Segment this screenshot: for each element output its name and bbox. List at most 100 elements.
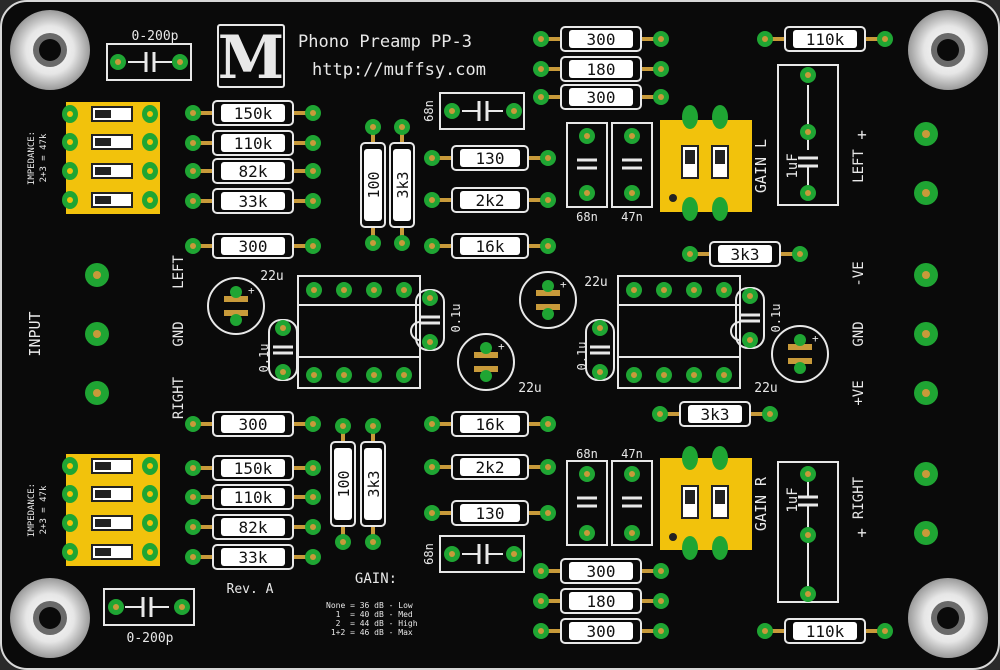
resistor-pad <box>305 193 321 209</box>
resistor-r33k_bottom: 33k <box>193 544 313 570</box>
resistor-pad <box>305 549 321 565</box>
resistor-r16k_top: 16k <box>432 233 548 259</box>
resistor-label-r300_left: 300 <box>239 237 268 256</box>
output-pad-6 <box>914 521 938 545</box>
output-cap-pad <box>800 466 816 482</box>
resistor-pad <box>365 534 381 550</box>
cap-input-top <box>106 43 192 81</box>
out-cap-l-label: 1uF <box>785 153 801 178</box>
resistor-r180_top: 180 <box>541 56 661 82</box>
input-pad-left <box>85 263 109 287</box>
output-pad-3 <box>914 322 938 346</box>
ic-pin <box>686 282 702 298</box>
cap-input-top-label: 0-200p <box>132 29 179 44</box>
cap-input-bottom-label: 0-200p <box>127 631 174 646</box>
cap-pad <box>742 288 758 304</box>
resistor-pad <box>305 105 321 121</box>
ic-pin <box>396 367 412 383</box>
resistor-pad <box>305 519 321 535</box>
resistor-pad <box>335 418 351 434</box>
gain-l-label: GAIN L <box>752 139 770 193</box>
resistor-pad <box>185 193 201 209</box>
ic-pin <box>336 367 352 383</box>
gain-row-1: 1 = 40 dB - Med <box>326 610 413 619</box>
film-cap-pad <box>624 185 640 201</box>
resistor-pad <box>533 61 549 77</box>
resistor-pad <box>424 150 440 166</box>
resistor-label-r16k_top: 16k <box>476 237 505 256</box>
resistor-pad <box>653 31 669 47</box>
cap-pad <box>592 320 608 336</box>
resistor-pad <box>653 593 669 609</box>
resistor-r130_bottom: 130 <box>432 500 548 526</box>
resistor-pad <box>792 246 808 262</box>
dip-switch-bottom <box>62 454 160 566</box>
resistor-pad <box>185 549 201 565</box>
ic-pin <box>626 367 642 383</box>
resistor-pad <box>365 119 381 135</box>
resistor-pad <box>424 505 440 521</box>
cap-68n-bottom-label: 68n <box>422 543 436 565</box>
resistor-label-r300_c: 300 <box>587 562 616 581</box>
resistor-pad <box>424 192 440 208</box>
resistor-r100_bottom: 100 <box>330 426 356 542</box>
film-caps-left <box>566 122 653 208</box>
input-gnd-label: GND <box>171 321 187 346</box>
resistor-label-r110k_out_bottom: 110k <box>806 622 845 641</box>
resistor-pad <box>305 238 321 254</box>
resistor-r3k3_mid_top: 3k3 <box>690 241 800 267</box>
resistor-label-r16k_bottom: 16k <box>476 415 505 434</box>
output-cap-pad <box>800 124 816 140</box>
resistor-pad <box>185 105 201 121</box>
resistor-r150k_bottom: 150k <box>193 455 313 481</box>
resistor-label-r300_a: 300 <box>587 30 616 49</box>
resistor-label-r2k2_top: 2k2 <box>476 191 505 210</box>
output-right-label: RIGHT <box>851 476 867 519</box>
output-pos-ve-label: +VE <box>851 380 867 405</box>
resistor-r300_c: 300 <box>541 558 661 584</box>
resistor-pad <box>335 534 351 550</box>
resistor-pad <box>652 406 668 422</box>
resistor-pad <box>305 135 321 151</box>
gain-switch-right <box>660 446 752 560</box>
resistor-pad <box>757 623 773 639</box>
resistor-label-r33k_bottom: 33k <box>239 548 268 567</box>
output-cap-pad <box>800 185 816 201</box>
resistor-label-r82k_bottom: 82k <box>239 518 268 537</box>
resistor-label-r110k_top: 110k <box>234 134 273 153</box>
film-cap-pad <box>624 525 640 541</box>
resistor-r130_top: 130 <box>432 145 548 171</box>
output-gnd-label: GND <box>851 321 867 346</box>
resistor-pad <box>540 238 556 254</box>
resistor-pad <box>533 31 549 47</box>
output-right-plus: + <box>857 523 867 542</box>
cap-pad <box>275 320 291 336</box>
output-neg-ve-label: -VE <box>851 261 867 286</box>
cap-68n-pad <box>506 546 522 562</box>
cap-68n-top-label: 68n <box>422 100 436 122</box>
muffsy-logo: M <box>217 23 285 93</box>
film-cap-pad <box>579 525 595 541</box>
cap-68n-pad <box>444 103 460 119</box>
film-cap-pad <box>579 185 595 201</box>
resistor-label-r3k3_mid_top: 3k3 <box>731 245 760 264</box>
resistor-pad <box>533 593 549 609</box>
resistor-r33k_top: 33k <box>193 188 313 214</box>
gain-row-2: 2 = 44 dB - High <box>326 619 418 628</box>
ic-pin <box>366 367 382 383</box>
resistor-r110k_top: 110k <box>193 130 313 156</box>
resistor-pad <box>305 163 321 179</box>
ceramic-cap-label-cer_01u_1: 0.1u <box>449 304 463 333</box>
resistor-r150k_top: 150k <box>193 100 313 126</box>
mounting-hole-br <box>908 578 988 658</box>
resistor-label-r300_b: 300 <box>587 88 616 107</box>
resistor-label-r3k3_mid_bottom: 3k3 <box>701 405 730 424</box>
resistor-pad <box>540 459 556 475</box>
electrolytic-cap-elec_22u_1: +22u <box>207 269 284 335</box>
ic-pin <box>716 367 732 383</box>
resistor-pad <box>305 416 321 432</box>
resistor-label-r300_d: 300 <box>587 622 616 641</box>
input-cap-pad <box>174 599 190 615</box>
